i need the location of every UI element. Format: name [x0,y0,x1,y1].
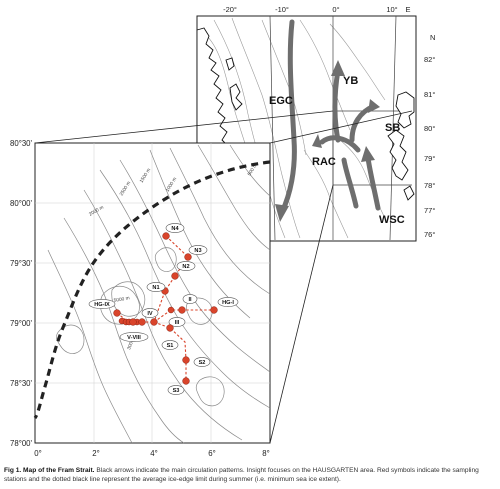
greenland-coast [196,27,243,155]
main-lat-label: 80°30' [10,139,32,148]
station-label: HG-IX [94,302,110,308]
station-marker [210,306,218,314]
inset-lat-label: 82° [424,55,435,64]
main-lat-labels: 80°30' 80°00' 79°30' 79°00' 78°30' 78°00… [10,139,32,448]
main-lon-label: 2° [92,449,99,458]
station-label-badge [88,299,116,309]
inset-lat-label: 80° [424,124,435,133]
main-lon-label: 8° [262,449,269,458]
inset-lon-label: 10° [386,5,397,14]
yb-arrow [332,67,341,143]
wsc-arrowhead [361,146,375,162]
inset-lon-label: 0° [332,5,339,14]
main-lat-label: 80°00' [10,199,32,208]
main-graticule [35,143,270,443]
yb-arrowhead [331,60,345,76]
inset-lat-labels: N 82° 81° 80° 79° 78° 77° 76° [424,33,435,239]
caption-body: Black arrows indicate the main circulati… [4,467,479,483]
ice-edge-line [33,160,271,419]
rac-arrow [319,135,361,153]
station-label: V-VIII [127,335,141,341]
station-label-badge [168,317,186,327]
station-marker [167,306,175,314]
station-marker [182,377,190,385]
zoom-connectors [34,110,413,444]
egc-arrowhead [275,204,289,222]
station-label: HG-I [222,300,234,306]
station-marker [182,356,190,364]
caption-lead: Fig 1. Map of the Fram Strait. [4,467,95,474]
station-marker [178,306,186,314]
station-label: III [175,320,180,326]
inset-lat-label: 76° [424,230,435,239]
main-lon-labels: 0° 2° 4° 6° 8° [34,449,269,458]
station-label-badge [167,385,185,395]
station-label-badge [161,340,179,350]
station-label: S2 [199,360,206,366]
main-lat-label: 78°30' [10,379,32,388]
main-map: 2500 m 1500 m 1000 m 500 m 2000 m 3000 m… [10,139,271,458]
station-label: IV [147,311,153,317]
inset-lon-label: E [405,5,410,14]
main-lat-label: 78°00' [10,439,32,448]
station-label: II [188,297,192,303]
inset-lat-label: 78° [424,181,435,190]
station-marker [113,309,121,317]
station-marker [129,318,137,326]
inset-graticule [269,15,412,241]
sb-arrowhead [368,99,380,113]
main-lon-label: 0° [34,449,41,458]
station-label: N1 [152,285,159,291]
label-wsc: WSC [379,214,405,226]
station-marker [184,253,192,261]
station-marker [150,318,158,326]
station-label-badge [176,261,196,271]
station-label-badge [141,308,159,318]
main-lat-label: 79°00' [10,319,32,328]
inset-lon-label: -10° [275,5,289,14]
main-lon-label: 4° [150,449,157,458]
main-lon-label: 6° [208,449,215,458]
main-map-frame [34,142,271,444]
figure-caption: Fig 1. Map of the Fram Strait. Black arr… [4,467,496,484]
inset-lat-label: 77° [424,206,435,215]
station-marker [162,232,170,240]
station-label: S1 [167,343,174,349]
station-label: N4 [171,226,179,232]
station-marker [138,318,146,326]
wsc-arrow [365,155,381,211]
station-label-badge [188,245,208,255]
station-label-badge [119,332,149,342]
depth-label: 3000 m [126,334,137,351]
station-label-badge [217,297,239,307]
station-label-badge [165,223,185,233]
label-rac: RAC [312,156,336,168]
svalbard-coast [387,91,415,201]
rac-arrowhead [312,134,322,148]
label-egc: EGC [269,95,293,107]
label-sb: SB [385,122,400,134]
inset-lon-label: -20° [223,5,237,14]
inset-lat-label: 79° [424,154,435,163]
label-yb: YB [343,75,358,87]
inset-north-label: N [430,33,435,42]
station-label-badge [182,294,198,304]
station-label: N3 [194,248,201,254]
station-label: N2 [182,264,189,270]
station-label-badge [193,357,211,367]
station-marker [171,272,179,280]
main-lat-label: 79°30' [10,259,32,268]
inset-lat-label: 81° [424,90,435,99]
station-label: S3 [173,388,180,394]
station-marker [166,324,174,332]
inset-lon-labels: -20° -10° 0° 10° E [223,5,410,14]
station-label-badge [146,282,166,292]
depth-label: 5000 m [113,295,130,304]
circulation-arrows [275,19,381,222]
wsc-branch [341,157,359,209]
egc-arrow [279,19,297,215]
current-labels: EGC YB SB RAC WSC [269,75,405,226]
